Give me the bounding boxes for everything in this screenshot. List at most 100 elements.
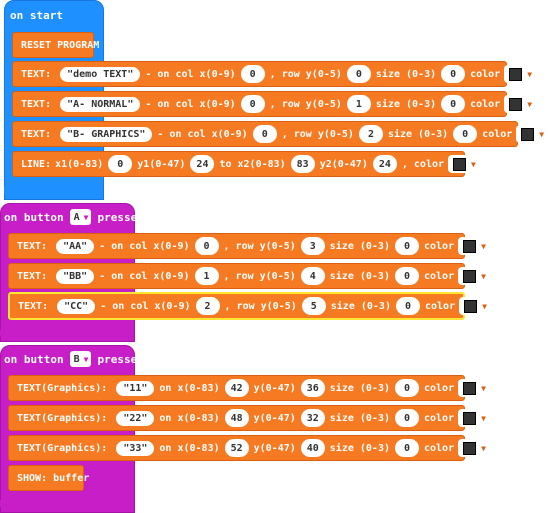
block-label: y2(0-47) <box>319 158 368 170</box>
color-dropdown[interactable]: ▼ <box>504 65 537 83</box>
col-input[interactable]: 0 <box>194 237 219 255</box>
block-label: - on col x(0-9) <box>145 98 236 110</box>
button-select-dropdown[interactable]: B▼ <box>69 351 92 367</box>
size-input[interactable]: 0 <box>395 439 419 457</box>
string-input[interactable]: "CC" <box>57 298 96 314</box>
block-label: , row y(0-5) <box>281 128 354 140</box>
col-input[interactable]: 2 <box>195 297 220 315</box>
graphics-text-block-11[interactable]: TEXT(Graphics): "11" on x(0-83) 42 y(0-4… <box>8 375 490 401</box>
block-label: color <box>470 98 501 110</box>
x-input[interactable]: 48 <box>224 409 249 427</box>
string-input[interactable]: "11" <box>116 380 155 396</box>
block-label: size (0-3) <box>329 240 390 252</box>
hat-label-text: on button <box>4 352 64 366</box>
text-block-demo[interactable]: TEXT: "demo TEXT" - on col x(0-9) 0 , ro… <box>12 61 537 87</box>
size-input[interactable]: 0 <box>395 409 419 427</box>
size-input[interactable]: 0 <box>394 237 419 255</box>
color-dropdown[interactable]: ▼ <box>448 155 480 173</box>
block-label: TEXT: <box>17 240 48 252</box>
block-label: LINE: <box>21 158 52 170</box>
y-input[interactable]: 32 <box>300 409 325 427</box>
size-input[interactable]: 0 <box>394 267 419 285</box>
col-input[interactable]: 0 <box>240 65 265 83</box>
block-label: color <box>424 442 455 454</box>
x2-input[interactable]: 83 <box>290 155 315 173</box>
chevron-down-icon: ▼ <box>527 69 533 79</box>
color-swatch-icon <box>463 239 477 253</box>
block-label: color <box>423 270 455 282</box>
text-block-cc[interactable]: TEXT: "CC" - on col x(0-9) 2 , row y(0-5… <box>8 292 491 320</box>
text-block-b-graphics[interactable]: TEXT: "B- GRAPHICS" - on col x(0-9) 0 , … <box>12 121 549 147</box>
color-dropdown[interactable]: ▼ <box>458 439 490 457</box>
graphics-text-block-33[interactable]: TEXT(Graphics): "33" on x(0-83) 52 y(0-4… <box>8 435 490 461</box>
chevron-down-icon: ▼ <box>482 301 487 311</box>
size-input[interactable]: 0 <box>395 379 419 397</box>
text-block-bb[interactable]: TEXT: "BB" - on col x(0-9) 1 , row y(0-5… <box>8 263 490 289</box>
text-block-a-normal[interactable]: TEXT: "A- NORMAL" - on col x(0-9) 0 , ro… <box>12 91 537 117</box>
y-input[interactable]: 40 <box>300 439 325 457</box>
color-swatch-icon <box>521 127 535 141</box>
col-input[interactable]: 1 <box>194 267 219 285</box>
graphics-text-block-22[interactable]: TEXT(Graphics): "22" on x(0-83) 48 y(0-4… <box>8 405 490 431</box>
row-input[interactable]: 1 <box>346 95 371 113</box>
on-button-a-header: on button A▼ pressed <box>4 209 144 225</box>
color-swatch-icon <box>463 381 477 395</box>
on-button-b-foot <box>0 500 40 511</box>
color-dropdown[interactable]: ▼ <box>458 237 490 255</box>
chevron-down-icon: ▼ <box>481 241 486 251</box>
line-block[interactable]: LINE: x1(0-83) 0 y1(0-47) 24 to x2(0-83)… <box>12 151 480 177</box>
block-label: , row y(0-5) <box>269 98 342 110</box>
col-input[interactable]: 0 <box>252 125 277 143</box>
size-input[interactable]: 0 <box>453 125 478 143</box>
row-input[interactable]: 5 <box>301 297 326 315</box>
color-dropdown[interactable]: ▼ <box>459 297 491 315</box>
color-swatch-icon <box>464 299 478 313</box>
button-select-dropdown[interactable]: A▼ <box>69 209 92 225</box>
block-label: , row y(0-5) <box>269 68 342 80</box>
block-label: , color <box>401 158 445 170</box>
string-input[interactable]: "AA" <box>56 238 95 254</box>
string-input[interactable]: "BB" <box>56 268 95 284</box>
on-start-label: on start <box>10 9 63 22</box>
x-input[interactable]: 52 <box>224 439 249 457</box>
reset-program-label: RESET PROGRAM <box>21 39 100 51</box>
string-input[interactable]: "B- GRAPHICS" <box>60 126 153 142</box>
block-label: size (0-3) <box>329 412 390 424</box>
y2-input[interactable]: 24 <box>372 155 397 173</box>
x1-input[interactable]: 0 <box>108 155 133 173</box>
size-input[interactable]: 0 <box>441 65 466 83</box>
show-buffer-label: SHOW: buffer <box>17 472 90 484</box>
block-label: - on col x(0-9) <box>157 128 248 140</box>
button-select-value: A <box>73 211 80 223</box>
y-input[interactable]: 36 <box>300 379 325 397</box>
block-label: TEXT(Graphics): <box>17 382 108 394</box>
color-dropdown[interactable]: ▼ <box>458 379 490 397</box>
block-label: on x(0-83) <box>159 412 220 424</box>
color-swatch-icon <box>509 97 523 111</box>
row-input[interactable]: 3 <box>300 237 325 255</box>
chevron-down-icon: ▼ <box>539 129 545 139</box>
col-input[interactable]: 0 <box>240 95 265 113</box>
string-input[interactable]: "demo TEXT" <box>60 66 141 82</box>
show-buffer-block[interactable]: SHOW: buffer <box>8 465 89 491</box>
string-input[interactable]: "A- NORMAL" <box>60 96 141 112</box>
x-input[interactable]: 42 <box>224 379 249 397</box>
reset-program-block[interactable]: RESET PROGRAM <box>12 32 99 58</box>
block-label: , row y(0-5) <box>223 240 296 252</box>
size-input[interactable]: 0 <box>441 95 466 113</box>
row-input[interactable]: 4 <box>300 267 325 285</box>
block-label: TEXT: <box>18 300 49 312</box>
chevron-down-icon: ▼ <box>83 354 89 364</box>
color-dropdown[interactable]: ▼ <box>458 267 490 285</box>
color-swatch-icon <box>463 441 477 455</box>
row-input[interactable]: 0 <box>346 65 371 83</box>
string-input[interactable]: "33" <box>116 440 155 456</box>
size-input[interactable]: 0 <box>395 297 420 315</box>
row-input[interactable]: 2 <box>358 125 383 143</box>
color-dropdown[interactable]: ▼ <box>458 409 490 427</box>
color-dropdown[interactable]: ▼ <box>516 125 549 143</box>
string-input[interactable]: "22" <box>116 410 155 426</box>
color-dropdown[interactable]: ▼ <box>504 95 537 113</box>
text-block-aa[interactable]: TEXT: "AA" - on col x(0-9) 0 , row y(0-5… <box>8 233 490 259</box>
y1-input[interactable]: 24 <box>190 155 215 173</box>
